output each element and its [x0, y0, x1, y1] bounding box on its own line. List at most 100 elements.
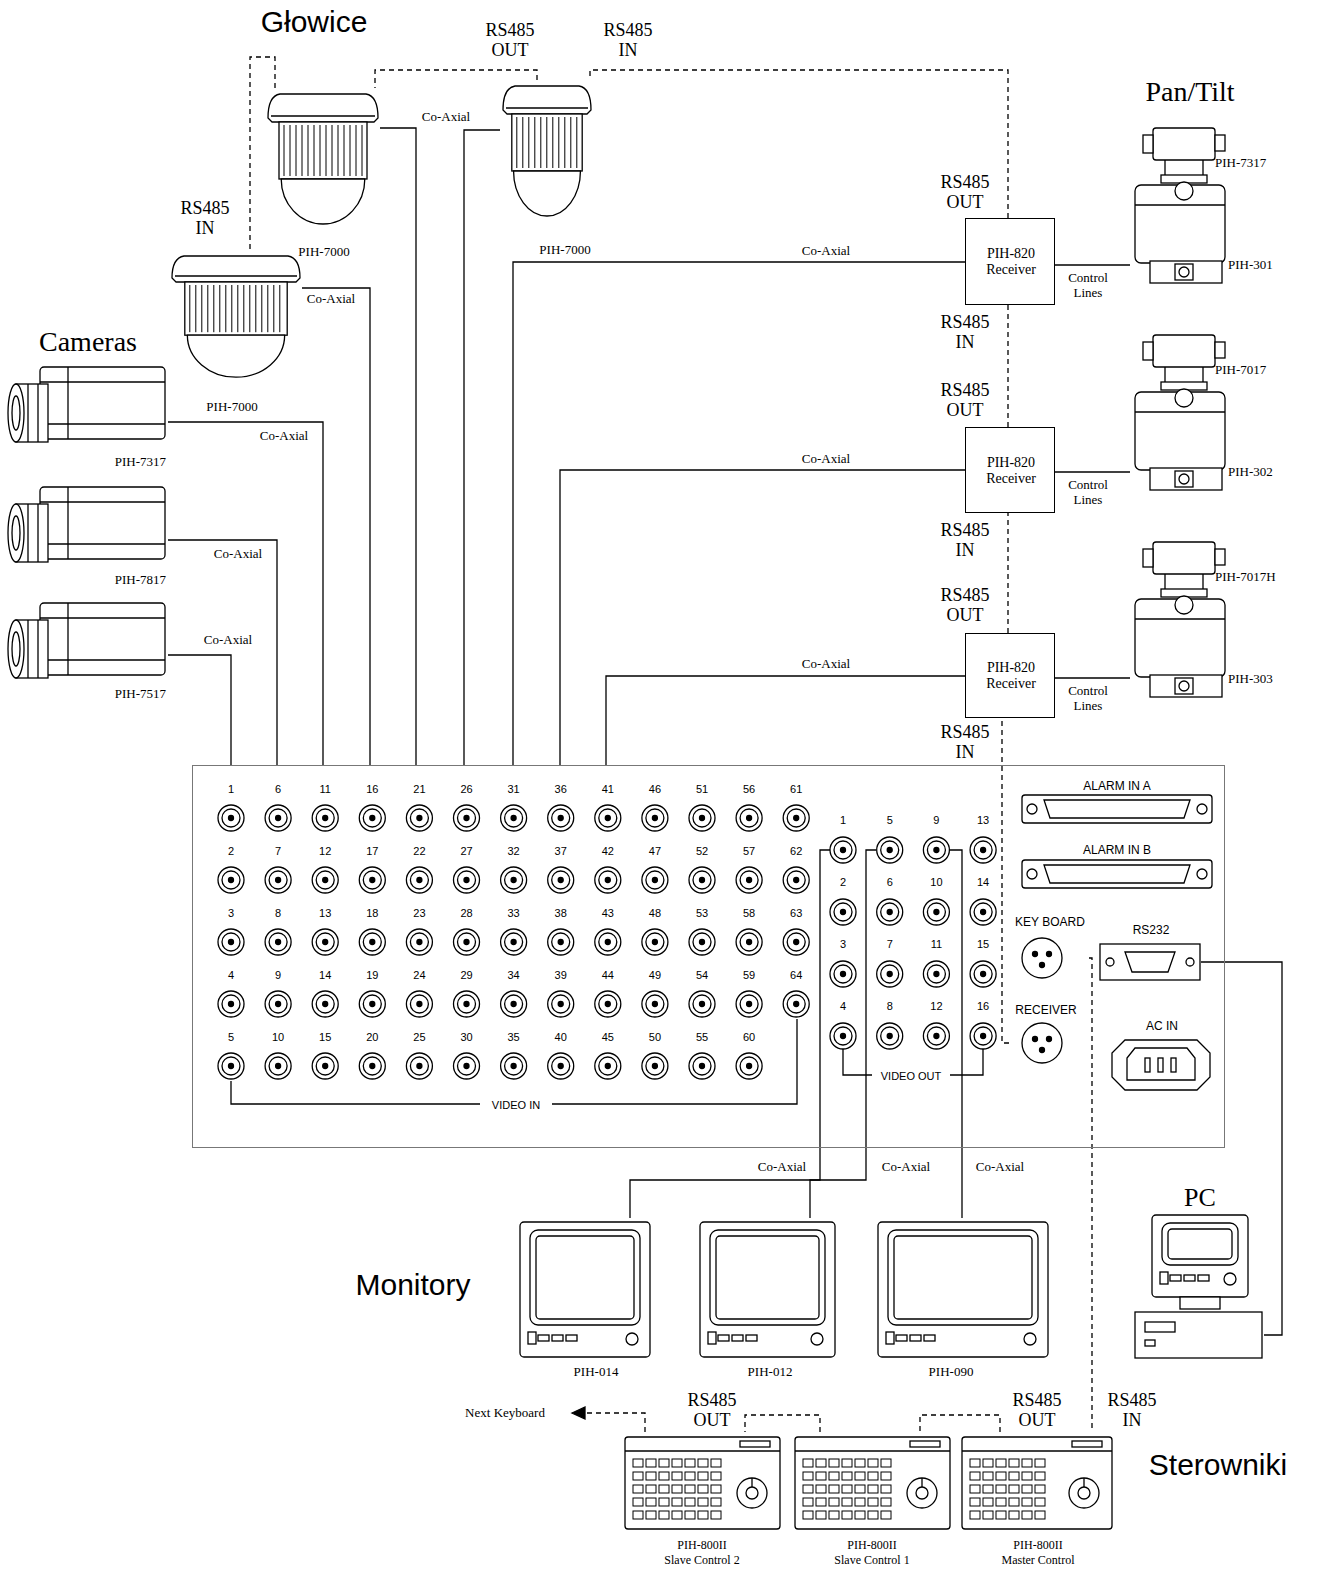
- connector-number: 14: [319, 969, 331, 982]
- bnc-jack: [548, 867, 574, 893]
- xlr-pin: [1047, 952, 1052, 957]
- node-text: PIH-820 Receiver: [973, 455, 1049, 487]
- bnc-jack-pin: [700, 1064, 705, 1069]
- matrix-panel: VIDEO INVIDEO OUTALARM IN AALARM IN BKEY…: [192, 765, 1225, 1148]
- bnc-jack-pin: [370, 878, 375, 883]
- annotation: RS485 OUT: [481, 20, 539, 60]
- connector-number: 12: [930, 1000, 942, 1013]
- monitor-case: [1152, 1215, 1248, 1297]
- connector-number: 15: [319, 1031, 331, 1044]
- text-slot: Co-Axial: [305, 292, 357, 307]
- text-slot: 2: [840, 876, 846, 889]
- monitor-button: [538, 1335, 549, 1341]
- keyboard-badge: [1072, 1441, 1102, 1447]
- dome-rib: [516, 117, 517, 168]
- dome-rib: [344, 125, 345, 176]
- bnc-jack: [830, 899, 856, 925]
- rs485-line: [1007, 513, 1008, 633]
- connector-number: 6: [275, 783, 281, 796]
- cable-line: [464, 130, 500, 765]
- text-slot: 9: [275, 969, 281, 982]
- bnc-jack-ring: [599, 1057, 617, 1075]
- text-slot: Control Lines: [1059, 684, 1117, 714]
- bnc-jack-ring: [599, 809, 617, 827]
- bnc-jack-ring: [927, 903, 945, 921]
- edge-label: Co-Axial: [420, 110, 472, 125]
- keyboard-joystick-knob: [916, 1487, 928, 1499]
- bnc-jack: [406, 805, 432, 831]
- keyboard-key: [711, 1498, 721, 1506]
- bnc-jack-ring: [269, 995, 287, 1013]
- text-slot: 35: [507, 1031, 519, 1044]
- pantilt-camera-lens: [1143, 135, 1153, 153]
- bnc-jack-pin: [417, 1064, 422, 1069]
- bnc-jack: [218, 1053, 244, 1079]
- connector-number: 3: [228, 907, 234, 920]
- camera-lens-glass: [12, 396, 20, 430]
- bnc-jack-ring: [222, 995, 240, 1013]
- bnc-jack-pin: [841, 848, 846, 853]
- bnc-jack: [501, 991, 527, 1017]
- pan-tilt-unit: PIH-7017HPIH-303: [1130, 532, 1292, 700]
- bnc-jack: [923, 1023, 949, 1049]
- monitor-button: [718, 1335, 729, 1341]
- bnc-jack: [689, 867, 715, 893]
- bnc-jack-pin: [558, 878, 563, 883]
- dome-rib: [546, 117, 547, 168]
- bnc-jack-ring: [974, 965, 992, 983]
- text-slot: PIH-090: [929, 1365, 974, 1380]
- keyboard-key: [983, 1459, 993, 1467]
- connector-number: 28: [460, 907, 472, 920]
- bnc-jack-ring: [646, 1057, 664, 1075]
- bnc-jack-pin: [605, 1064, 610, 1069]
- bnc-jack-ring: [269, 809, 287, 827]
- text-slot: PIH-7017H: [1215, 570, 1276, 585]
- connector-number: 56: [743, 783, 755, 796]
- rs485-line: [1002, 718, 1009, 1043]
- connector-number: 57: [743, 845, 755, 858]
- connector-number: 37: [555, 845, 567, 858]
- bnc-jack: [595, 929, 621, 955]
- connector-number: 20: [366, 1031, 378, 1044]
- bnc-jack-ring: [363, 995, 381, 1013]
- monitor-button: [552, 1335, 563, 1341]
- keyboard-key: [1035, 1498, 1045, 1506]
- bnc-jack: [454, 805, 480, 831]
- dome-rib: [273, 285, 274, 332]
- dome-rib: [570, 117, 571, 168]
- keyboard-key: [816, 1459, 826, 1467]
- bnc-jack-pin: [841, 972, 846, 977]
- connector-number: 32: [507, 845, 519, 858]
- bnc-jack: [265, 867, 291, 893]
- keyboard-key: [633, 1498, 643, 1506]
- connector-number: 38: [555, 907, 567, 920]
- bnc-jack: [877, 961, 903, 987]
- bnc-jack-ring: [363, 871, 381, 889]
- text-slot: Co-Axial: [212, 547, 264, 562]
- bnc-jack-pin: [981, 972, 986, 977]
- bnc-jack: [642, 867, 668, 893]
- annotation: Next Keyboard: [465, 1406, 545, 1421]
- keyboard-key: [1022, 1485, 1032, 1493]
- keyboard-joystick-knob: [1078, 1487, 1090, 1499]
- text-slot: PC: [1184, 1183, 1216, 1213]
- node-text: PIH-820 Receiver: [973, 246, 1049, 278]
- edge-label: Co-Axial: [305, 292, 357, 307]
- ac-inlet-pin: [1145, 1058, 1150, 1072]
- text-slot: 51: [696, 783, 708, 796]
- text-slot: 34: [507, 969, 519, 982]
- keyboard-joystick: [1069, 1478, 1099, 1508]
- bnc-jack-ring: [927, 965, 945, 983]
- keyboard-key: [868, 1459, 878, 1467]
- cable-line: [168, 655, 231, 765]
- bnc-jack-ring: [974, 1027, 992, 1045]
- bnc-jack-ring: [505, 995, 523, 1013]
- text-slot: 52: [696, 845, 708, 858]
- bnc-jack: [595, 805, 621, 831]
- text-slot: 1: [840, 814, 846, 827]
- text-slot: Co-Axial: [800, 452, 852, 467]
- pantilt-edge: [1135, 618, 1225, 619]
- bnc-jack: [312, 991, 338, 1017]
- text-slot: Control Lines: [1059, 478, 1117, 508]
